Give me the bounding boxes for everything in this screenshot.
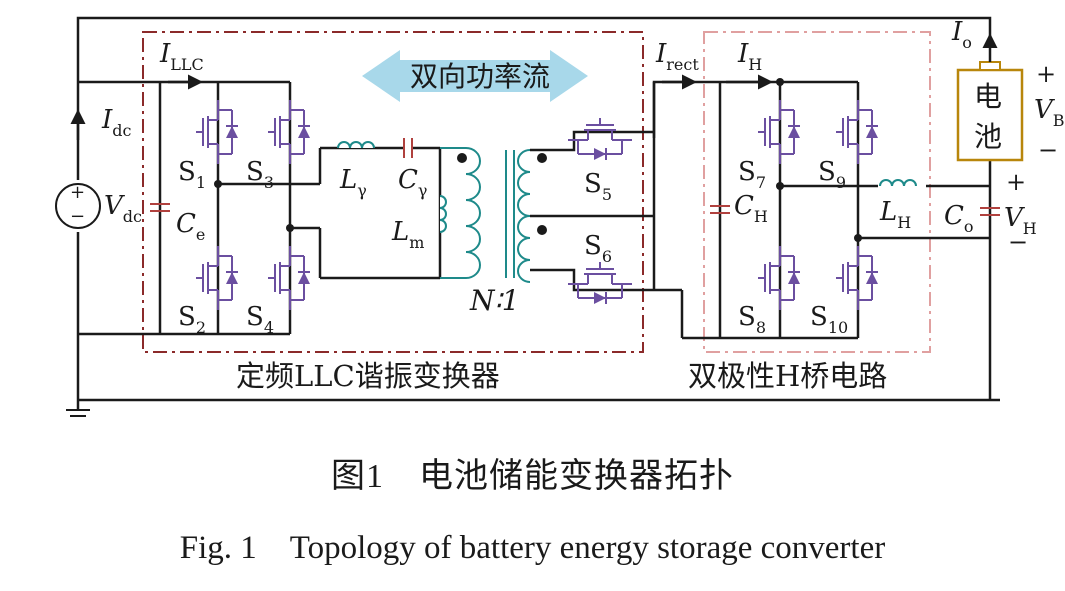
vh-minus: − — [1008, 228, 1028, 256]
switch-s6-icon — [567, 261, 633, 305]
figure-caption-english: Fig. 1 Topology of battery energy storag… — [179, 530, 886, 566]
vh-plus: + — [1006, 168, 1026, 196]
polarity-dots — [457, 153, 547, 235]
ground-icon — [66, 409, 90, 417]
co-label: Co — [944, 201, 974, 236]
secondary-wires — [530, 80, 720, 292]
battery-icon — [956, 68, 1024, 162]
s3-label: S3 — [246, 157, 274, 192]
lr-inductor-icon — [337, 141, 375, 149]
converter-topology-diagram: + − Vdc Idc ILLC Ce S1 S3 S2 S4 — [55, 16, 1065, 417]
i-llc-label: ILLC — [159, 39, 204, 74]
power-flow-arrow-icon — [362, 50, 588, 102]
i-h-label: IH — [737, 39, 762, 74]
figure-caption-chinese: 图1 电池储能变换器拓扑 — [331, 458, 734, 495]
power-flow-label: 双向功率流 — [410, 60, 550, 93]
s7-label: S7 — [738, 157, 766, 192]
dc-source-icon: + − — [55, 182, 101, 229]
h-junction-dots — [776, 78, 862, 242]
s10-label: S10 — [810, 302, 848, 337]
i-rect-label: Irect — [655, 39, 699, 74]
s8-label: S8 — [738, 302, 766, 337]
co-capacitor-icon — [980, 207, 1000, 216]
llc-block-label: 定频LLC谐振变换器 — [236, 359, 500, 393]
i-o-label: Io — [951, 17, 972, 52]
outer-bus-wires — [76, 16, 1000, 410]
vh-label: VH — [1004, 203, 1037, 238]
vb-label: VB — [1034, 95, 1065, 130]
s9-label: S9 — [818, 157, 846, 192]
h-block-label: 双极性H桥电路 — [688, 359, 887, 393]
s1-label: S1 — [178, 157, 206, 192]
ch-capacitor-icon — [710, 205, 730, 214]
battery-terminal-icon — [979, 61, 1001, 71]
s6-label: S6 — [584, 231, 612, 266]
llc-converter-boundary — [142, 31, 644, 353]
vb-plus: + — [1036, 60, 1056, 88]
lr-label: Lγ — [339, 165, 367, 200]
s2-label: S2 — [178, 302, 206, 337]
svg-text:−: − — [70, 206, 85, 227]
transformer-icon — [440, 147, 531, 283]
vdc-label: Vdc — [104, 191, 142, 226]
turns-ratio-label: N∶1 — [469, 284, 520, 317]
cr-capacitor-icon — [403, 138, 413, 158]
ce-capacitor-icon — [150, 203, 170, 212]
s5-label: S5 — [584, 169, 612, 204]
idc-label: Idc — [101, 105, 132, 140]
s4-label: S4 — [246, 302, 274, 337]
battery-label-2: 池 — [974, 120, 1002, 153]
svg-text:+: + — [70, 182, 85, 203]
h-bridge-boundary — [703, 31, 931, 353]
lh-label: LH — [879, 197, 911, 232]
ch-label: CH — [734, 191, 768, 226]
vb-minus: − — [1038, 136, 1058, 164]
lm-label: Lm — [391, 217, 424, 252]
cr-label: Cγ — [398, 165, 427, 200]
junction-dots — [214, 180, 294, 232]
battery-label-1: 电 — [974, 80, 1002, 113]
switch-s5-icon — [567, 117, 633, 161]
lm-inductor-icon — [439, 195, 447, 233]
lh-inductor-icon — [879, 179, 917, 187]
ce-label: Ce — [176, 209, 205, 244]
